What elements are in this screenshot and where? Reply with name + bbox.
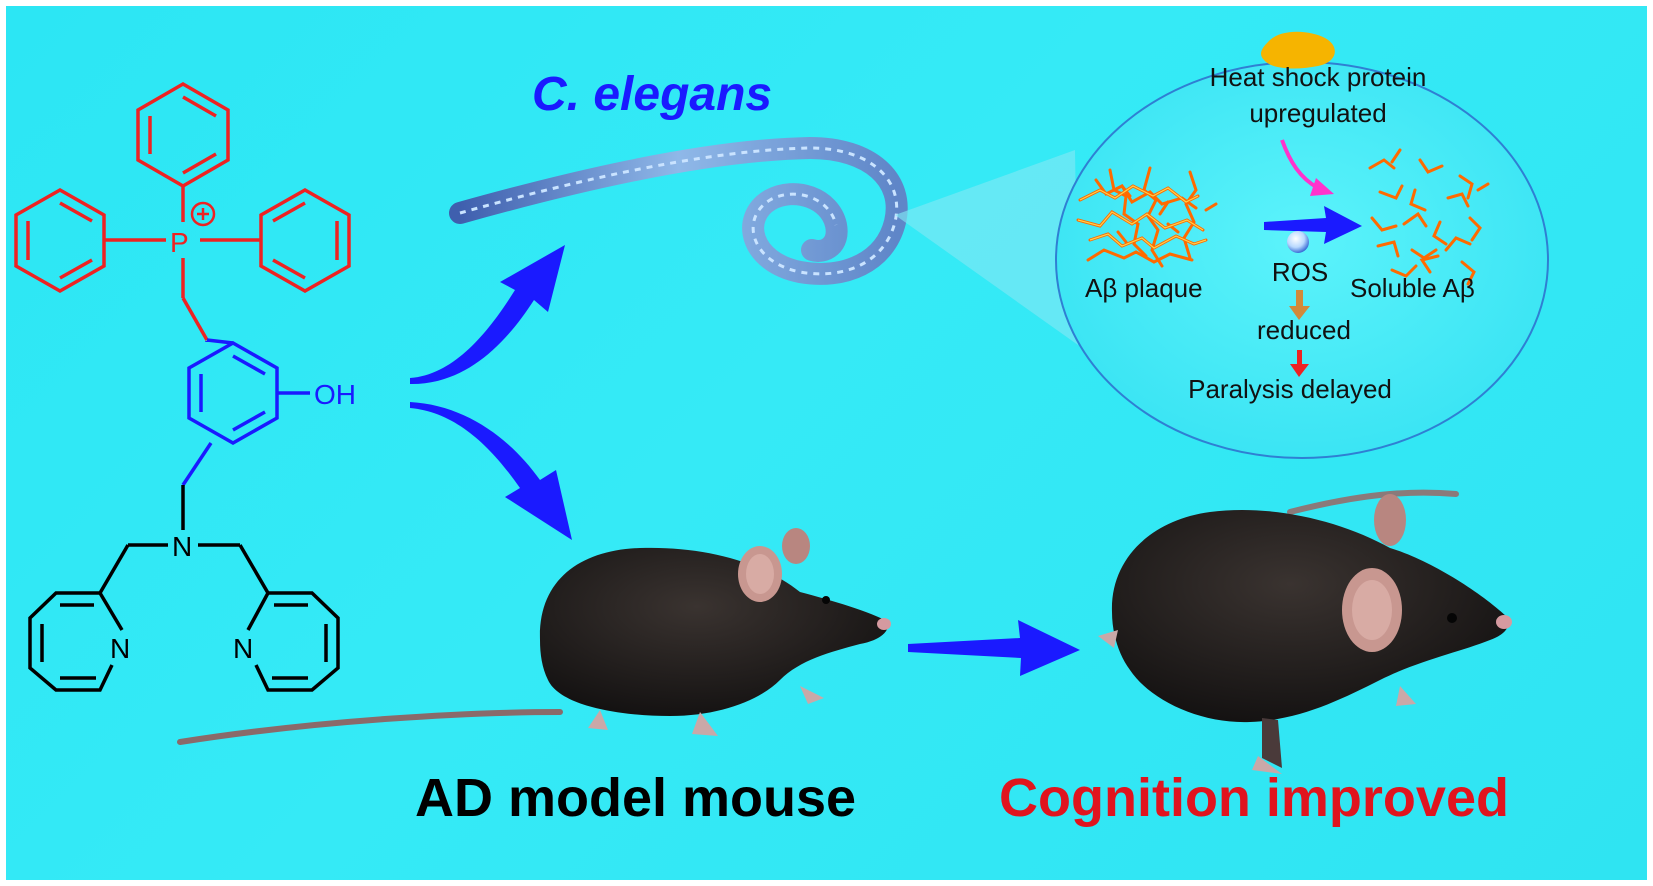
soluble-abeta-label: Soluble Aβ <box>1350 273 1475 303</box>
abeta-plaque-icon <box>1077 185 1207 249</box>
cognition-improved-caption: Cognition improved <box>999 768 1509 828</box>
dipicolylamine-bonds <box>98 485 270 594</box>
hsp-label-line1: Heat shock protein <box>1210 62 1427 92</box>
hsp-arrow <box>1280 139 1334 196</box>
pyridine-nitrogen-left: N <box>110 633 130 664</box>
benzyl-bond <box>206 338 234 345</box>
pyridine-nitrogen-right: N <box>233 633 253 664</box>
ros-label: ROS <box>1272 257 1328 287</box>
paralysis-delayed-label: Paralysis delayed <box>1188 374 1392 404</box>
pyridine-ring-left <box>28 591 124 692</box>
phosphorus-bonds <box>104 186 261 341</box>
positive-charge-icon <box>190 201 216 227</box>
molecule-structure: P OH N <box>14 81 356 692</box>
worm-title: C. elegans <box>532 68 772 121</box>
ad-model-mouse-caption: AD model mouse <box>415 768 856 828</box>
hsp-label-line2: upregulated <box>1249 98 1386 128</box>
worm-illustration <box>449 136 908 285</box>
arrow-mouse-to-mouse <box>908 620 1080 676</box>
methylene-bond <box>181 442 213 486</box>
phosphorus-label: P <box>170 227 189 258</box>
arrow-to-worm <box>410 245 565 385</box>
phenol-ring <box>187 340 310 446</box>
phenyl-ring-right <box>259 187 351 294</box>
phenyl-ring-left <box>14 187 106 294</box>
soluble-abeta-icon <box>1368 148 1490 286</box>
conversion-arrow <box>1264 206 1362 244</box>
arrow-to-mouse <box>410 402 572 540</box>
ad-model-mouse-illustration <box>177 528 891 745</box>
improved-mouse-illustration <box>1098 489 1512 774</box>
ros-reduction-arrow <box>1289 290 1310 320</box>
pyridine-ring-right <box>246 591 340 692</box>
amine-label: N <box>172 531 192 562</box>
abeta-plaque-label: Aβ plaque <box>1085 273 1203 303</box>
ros-reduced-label: reduced <box>1257 315 1351 345</box>
phenyl-ring-top <box>136 81 230 189</box>
ros-sphere-icon <box>1287 231 1309 253</box>
paralysis-arrow <box>1290 350 1309 377</box>
magnification-bubble <box>895 61 1549 459</box>
heat-shock-protein-icon <box>1261 31 1335 69</box>
hydroxyl-label: OH <box>314 379 356 410</box>
